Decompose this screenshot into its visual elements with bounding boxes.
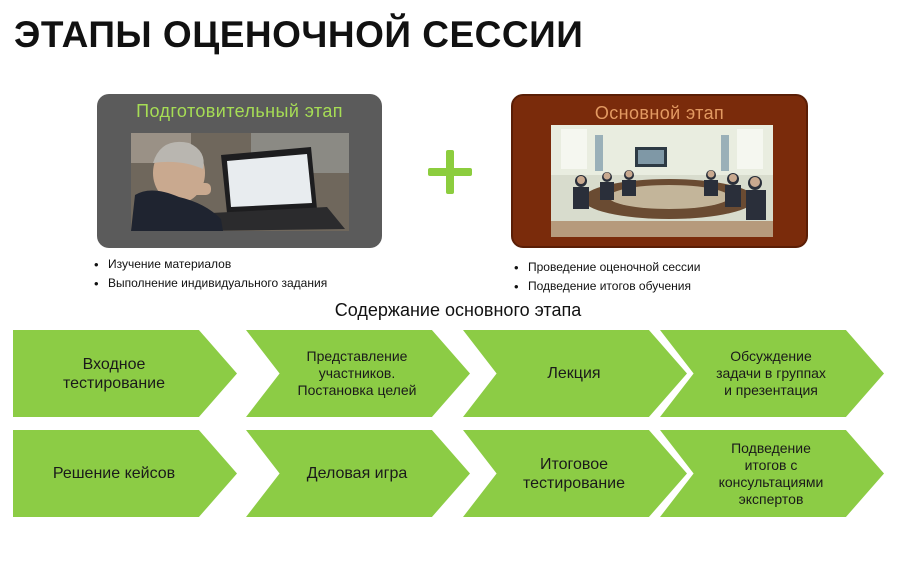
preparatory-stage-photo — [131, 133, 349, 231]
main-stage-photo — [551, 125, 773, 237]
main-stage-label: Основной этап — [594, 103, 725, 123]
laptop-work-image — [131, 133, 349, 231]
bullet-item: Выполнение индивидуального задания — [92, 274, 327, 293]
step-label: Деловая игра — [306, 465, 408, 482]
step-label: Представление участников. Постановка цел… — [297, 348, 417, 398]
main-stage-bullets: Проведение оценочной сессии Подведение и… — [512, 258, 700, 296]
step-chevron: Решение кейсов — [13, 430, 237, 517]
step-label: Входное тестирование — [63, 355, 165, 392]
bullet-item: Проведение оценочной сессии — [512, 258, 700, 277]
step-label: Итоговое тестирование — [523, 455, 625, 492]
step-chevron: Лекция — [463, 330, 687, 417]
step-label: Обсуждение задачи в группах и презентаци… — [716, 348, 826, 398]
preparatory-stage-card: Подготовительный этап — [97, 94, 382, 248]
bullet-item: Подведение итогов обучения — [512, 277, 700, 296]
step-chevron: Обсуждение задачи в группах и презентаци… — [660, 330, 884, 417]
section-heading: Содержание основного этапа — [334, 300, 582, 320]
meeting-room-image — [551, 125, 773, 237]
preparatory-stage-label: Подготовительный этап — [136, 101, 343, 121]
step-chevron: Деловая игра — [246, 430, 470, 517]
main-stage-card: Основной этап — [511, 94, 808, 248]
page-title: ЭТАПЫ ОЦЕНОЧНОЙ СЕССИИ — [14, 14, 584, 55]
step-label: Лекция — [547, 365, 601, 382]
step-chevron: Представление участников. Постановка цел… — [246, 330, 470, 417]
step-label: Решение кейсов — [52, 465, 176, 482]
preparatory-stage-bullets: Изучение материалов Выполнение индивидуа… — [92, 255, 327, 293]
step-chevron: Итоговое тестирование — [463, 430, 687, 517]
step-label: Подведение итогов с консультациями экспе… — [718, 439, 824, 507]
step-chevron: Подведение итогов с консультациями экспе… — [660, 430, 884, 517]
bullet-item: Изучение материалов — [92, 255, 327, 274]
plus-icon — [428, 150, 472, 194]
step-chevron: Входное тестирование — [13, 330, 237, 417]
